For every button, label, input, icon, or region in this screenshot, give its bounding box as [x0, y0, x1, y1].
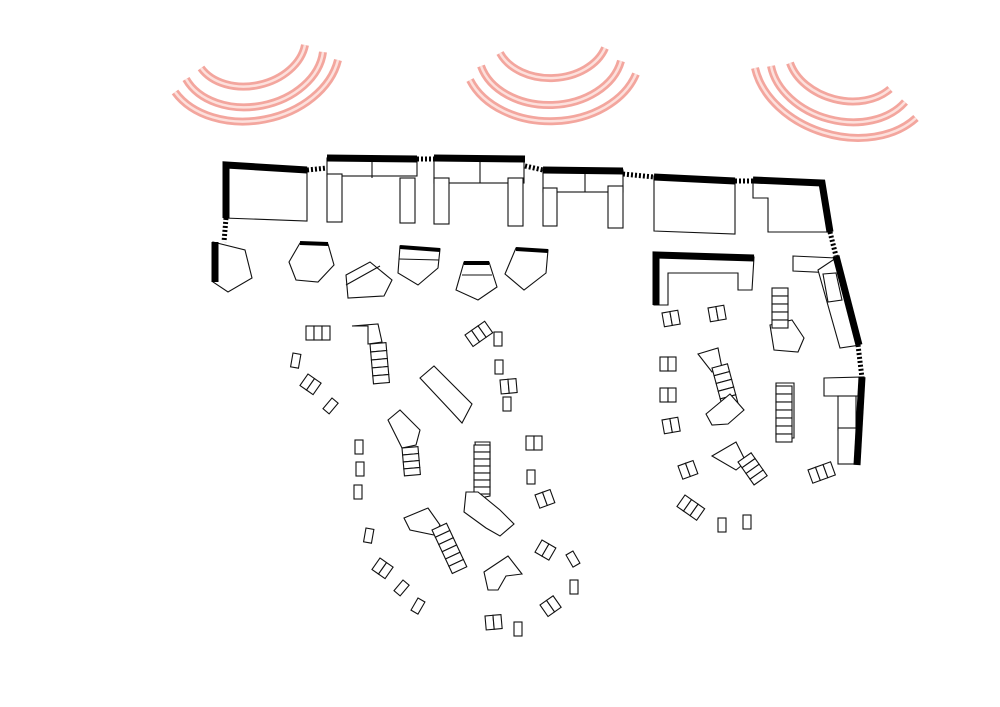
house — [499, 378, 518, 395]
house — [707, 304, 727, 323]
pavilion — [212, 241, 253, 293]
house — [717, 517, 727, 533]
house — [494, 359, 504, 375]
house — [355, 461, 365, 477]
apartment-block — [387, 409, 421, 449]
apartment-block — [419, 365, 473, 424]
barrier-wall — [832, 255, 863, 346]
house — [299, 373, 322, 396]
house — [289, 352, 302, 369]
barrier-wall — [652, 251, 755, 305]
house — [676, 494, 706, 521]
sound-wave-icon — [786, 61, 893, 106]
apartment-block — [463, 491, 515, 537]
house — [354, 439, 364, 455]
house — [525, 435, 543, 451]
barrier-wall — [752, 176, 834, 233]
connector-link — [855, 344, 865, 379]
terrace-units — [737, 452, 768, 486]
house — [659, 356, 677, 372]
house — [569, 579, 579, 595]
building-block — [837, 427, 857, 465]
pavilion — [345, 261, 393, 299]
connector-link — [622, 171, 655, 180]
building-block — [326, 173, 343, 223]
terrace-units — [771, 287, 789, 329]
house — [534, 539, 557, 561]
sound-wave-icon — [184, 51, 325, 109]
sound-wave-icon — [498, 47, 607, 80]
connector-link — [827, 231, 839, 257]
house — [539, 595, 562, 618]
building-block — [399, 177, 416, 224]
building-block — [752, 179, 831, 233]
pavilion — [455, 261, 498, 301]
building-block — [223, 164, 308, 222]
connector-link — [306, 165, 328, 173]
house — [526, 469, 536, 485]
barrier-wall — [222, 161, 308, 218]
sound-wave-icon — [468, 73, 638, 123]
building-block — [837, 395, 857, 431]
house — [534, 488, 556, 509]
terrace-units — [431, 522, 468, 575]
house — [493, 331, 503, 347]
building-block — [433, 177, 450, 225]
sound-wave-icon — [788, 62, 891, 103]
connector-link — [221, 217, 229, 243]
sound-wave-icon — [477, 59, 625, 109]
sound-wave-icon — [769, 65, 906, 124]
building-block — [542, 187, 558, 227]
barrier-wall — [653, 173, 736, 185]
sound-wave-icon — [753, 67, 917, 140]
terrace-units — [401, 446, 421, 477]
apartment-block — [351, 323, 383, 345]
house — [659, 387, 677, 403]
barrier-wall — [542, 166, 624, 175]
house — [807, 461, 837, 484]
building-block — [607, 185, 624, 229]
apartment-block — [705, 393, 745, 426]
building-block — [653, 253, 755, 306]
perimeter-buildings — [211, 154, 866, 466]
terrace-units — [473, 444, 491, 495]
house — [565, 550, 581, 568]
house — [353, 484, 363, 500]
noise-sound-waves — [171, 44, 919, 142]
pavilion — [504, 247, 549, 291]
connector-link — [524, 163, 544, 173]
residential-cluster — [289, 272, 843, 637]
house — [410, 597, 426, 615]
house — [362, 527, 375, 544]
house — [661, 309, 681, 328]
house — [371, 557, 394, 580]
pavilion — [397, 245, 441, 286]
building-block — [653, 175, 736, 235]
apartment-block — [822, 272, 843, 303]
building-block — [507, 177, 524, 227]
apartment-block — [483, 555, 524, 591]
house — [305, 325, 331, 341]
house — [661, 416, 681, 435]
house — [393, 579, 410, 597]
sound-wave-icon — [496, 46, 609, 83]
barrier-wall — [326, 154, 418, 163]
house — [742, 514, 752, 530]
sound-wave-icon — [479, 60, 623, 107]
terrace-units — [369, 342, 391, 385]
barrier-wall — [433, 154, 526, 163]
house — [484, 614, 503, 631]
house — [322, 397, 339, 415]
sound-wave-icon — [173, 59, 340, 123]
house — [513, 621, 523, 637]
house — [502, 396, 512, 412]
sound-wave-icon — [199, 44, 307, 88]
house — [677, 459, 699, 480]
pavilion — [288, 242, 335, 283]
house — [464, 320, 494, 348]
terrace-units — [775, 385, 793, 443]
barrier-wall — [853, 376, 866, 466]
